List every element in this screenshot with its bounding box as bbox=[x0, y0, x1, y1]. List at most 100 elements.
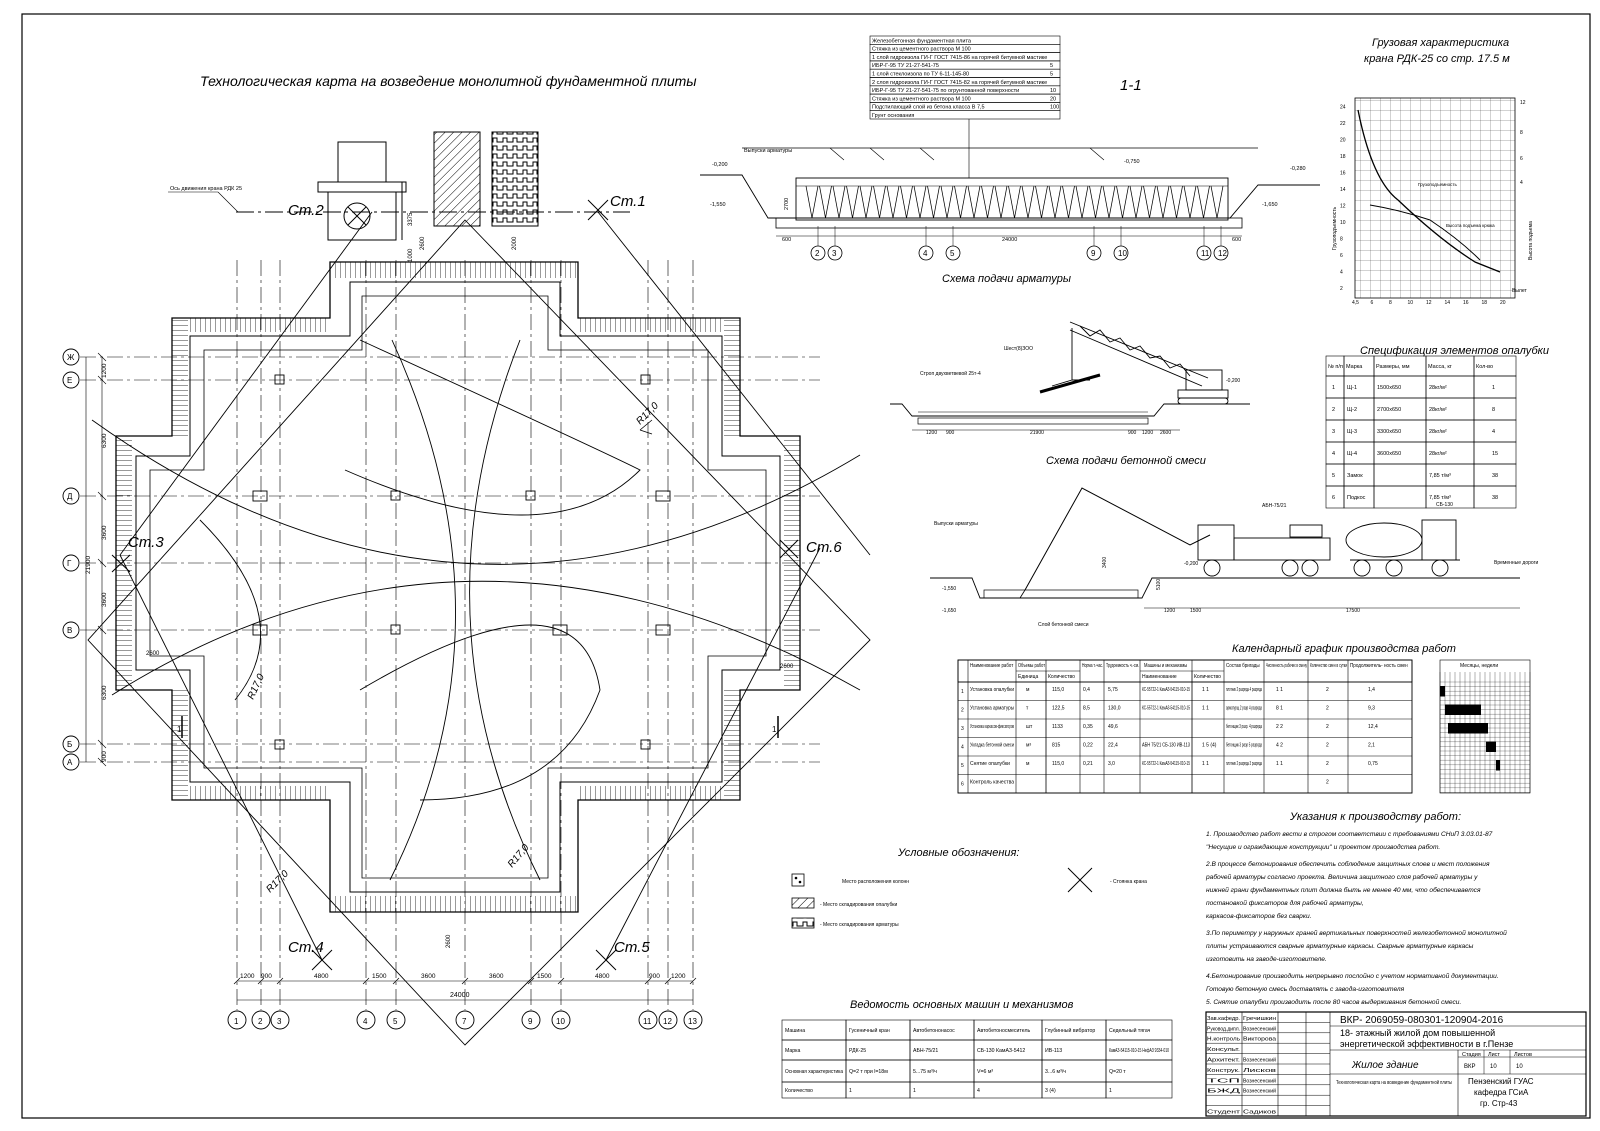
legend-formwork-symbol bbox=[791, 897, 815, 909]
foundation-plan: Ось движения крана РДК 25 bbox=[62, 131, 871, 1046]
section-mark: 1 bbox=[177, 725, 182, 734]
crane-ytick-left: 16 bbox=[1340, 171, 1346, 177]
level-mark: -0,280 bbox=[1290, 166, 1306, 172]
left-dim: 3600 bbox=[101, 592, 108, 607]
reach-arcs bbox=[91, 339, 861, 881]
schedule-cell: 2 bbox=[1326, 706, 1329, 712]
bottom-total-dim: 24000 bbox=[450, 992, 470, 999]
schedule-cell: 8 1 bbox=[1276, 706, 1283, 712]
left-dim: 900 bbox=[101, 751, 108, 762]
section-mark: 1 bbox=[772, 725, 777, 734]
schedule-cell: 2 2 bbox=[1276, 724, 1283, 730]
left-dim: 1200 bbox=[101, 363, 108, 378]
schedule-cell: 1,4 bbox=[1368, 687, 1375, 693]
crane-xtick: 10 bbox=[1408, 300, 1414, 306]
spec-cell: 2 bbox=[1332, 407, 1335, 413]
pump-dim: 5100 bbox=[1156, 579, 1162, 590]
schedule-cell: КС-55722-1 КамАЗ-54115-010-15 bbox=[1142, 761, 1190, 767]
crane-ytick-right: 12 bbox=[1520, 100, 1526, 106]
machines-cell: АБН-75/21 bbox=[913, 1048, 938, 1054]
schedule-cell: 12,4 bbox=[1368, 724, 1378, 730]
schedule-cell: м bbox=[1026, 761, 1030, 767]
crane-ytick-left: 4 bbox=[1340, 270, 1343, 276]
crane-xtick: 12 bbox=[1426, 300, 1432, 306]
stamp-stage-header: Листов bbox=[1514, 1052, 1532, 1058]
col-axis-label: 2 bbox=[258, 1017, 263, 1026]
spec-cell: 38 bbox=[1492, 495, 1498, 501]
section-axis-label: 10 bbox=[1118, 249, 1127, 258]
instruction-line: нижней грани фундаментных плит должна бы… bbox=[1206, 886, 1481, 894]
top-dim: 2000 bbox=[512, 236, 518, 250]
schedule-cell: КС-55722-1 КамАЗ-54115-010-15 bbox=[1142, 687, 1190, 693]
row-axis-label: А bbox=[67, 758, 73, 767]
schedule-rownum: 1 bbox=[961, 689, 964, 695]
instructions-text: 1. Производство работ вести в строгом со… bbox=[1205, 830, 1507, 1006]
pump-label: АБН-75/21 bbox=[1262, 503, 1287, 509]
machines-header: Глубинный вибратор bbox=[1045, 1027, 1095, 1034]
scheme-dim: 900 bbox=[946, 430, 955, 436]
schedule-cell: АБН 75/21 СБ-130 ИВ-113 bbox=[1142, 743, 1190, 749]
machines-title: Ведомость основных машин и механизмов bbox=[850, 999, 1074, 1011]
crane-chart-title-1: Грузовая характеристика bbox=[1372, 37, 1509, 49]
machines-header: Седельный тягач bbox=[1109, 1027, 1151, 1034]
machines-cell: 3 (4) bbox=[1045, 1088, 1056, 1094]
schedule-cell: 1 1 bbox=[1202, 761, 1209, 767]
plate-outline-core bbox=[149, 295, 767, 879]
bottom-dim: 1500 bbox=[372, 973, 387, 980]
layer-value: 5 bbox=[1050, 72, 1053, 78]
stamp-name: Садиков bbox=[1243, 1110, 1276, 1116]
col-axis-label: 13 bbox=[688, 1017, 697, 1026]
armature-label: Выпуски арматуры bbox=[744, 148, 792, 154]
schedule-cell: 2 bbox=[1326, 780, 1329, 786]
section-axis-label: 3 bbox=[832, 249, 837, 258]
layer-value: 100 bbox=[1050, 105, 1059, 111]
crane-stations bbox=[111, 199, 799, 971]
top-dim: 3375 bbox=[408, 212, 414, 226]
machines-header: Гусеничный кран bbox=[849, 1027, 890, 1034]
schedule-subheader: Количество bbox=[1194, 674, 1221, 680]
schedule-cell: 0,4 bbox=[1083, 687, 1090, 693]
schedule-header: Продолжитель- ность смен bbox=[1350, 663, 1408, 669]
section-dim: 2700 bbox=[784, 198, 790, 210]
pump-label: Временные дороги bbox=[1494, 560, 1538, 566]
instruction-line: изготовить на заводе-изготовителе. bbox=[1206, 955, 1327, 963]
schedule-cell: 1 1 bbox=[1276, 761, 1283, 767]
pump-dim: 3400 bbox=[1102, 557, 1108, 568]
scheme-dim: 1200 bbox=[1142, 430, 1153, 436]
schedule-cell: 2 bbox=[1326, 743, 1329, 749]
top-dim: 2600 bbox=[420, 236, 426, 250]
schedule-header: Количество смен в сутки bbox=[1310, 663, 1347, 669]
spec-header: Масса, кг bbox=[1428, 364, 1452, 370]
mixer-truck bbox=[1345, 519, 1460, 577]
layer-row: Подстилающий слой из бетона класса В 7,5 bbox=[872, 104, 985, 111]
caption-armature-scheme: Схема подачи арматуры bbox=[942, 273, 1071, 285]
schedule-cell: Установка опалубки bbox=[970, 687, 1014, 693]
layer-value: 5 bbox=[1050, 63, 1053, 69]
stamp-org: кафедра ГСиА bbox=[1474, 1088, 1529, 1097]
crane-ytick-left: 8 bbox=[1340, 237, 1343, 243]
crane-ytick-left: 24 bbox=[1340, 105, 1346, 111]
machines-cell: 1 bbox=[1109, 1088, 1112, 1094]
layer-table: Железобетонная фундаментная плитаСтяжка … bbox=[869, 35, 1061, 178]
row-axis-label: Г bbox=[67, 559, 72, 568]
layer-row: 1 слой гидроизола ГИ-Г ГОСТ 7415-86 на г… bbox=[872, 54, 1047, 61]
layer-row: ИБР-Г-95 ТУ 21-27-541-75 bbox=[872, 63, 939, 69]
curve1-label: Грузоподъемность bbox=[1418, 182, 1457, 187]
legend-item: - Место складирования арматуры bbox=[820, 922, 899, 928]
machines-cell: Количество bbox=[785, 1088, 813, 1094]
col-axis-label: 3 bbox=[277, 1017, 282, 1026]
bottom-dim: 1500 bbox=[537, 973, 552, 980]
spec-cell: Подкос bbox=[1347, 495, 1366, 501]
schedule-cell: м bbox=[1026, 687, 1030, 693]
bottom-dim: 900 bbox=[649, 973, 660, 980]
spec-cell: 28кг/м² bbox=[1429, 385, 1447, 391]
crane-ytick-left: 14 bbox=[1340, 187, 1346, 193]
crane-ytick-left: 22 bbox=[1340, 121, 1346, 127]
section-axis-label: 11 bbox=[1201, 249, 1210, 258]
legend-column-symbol bbox=[791, 873, 805, 887]
level-mark: -1,650 bbox=[942, 608, 956, 614]
section-axis-label: 9 bbox=[1091, 249, 1096, 258]
stamp-stage-value: 10 bbox=[1516, 1064, 1523, 1070]
level-mark: -1,650 bbox=[1262, 202, 1278, 208]
bottom-dim: 4800 bbox=[595, 973, 610, 980]
